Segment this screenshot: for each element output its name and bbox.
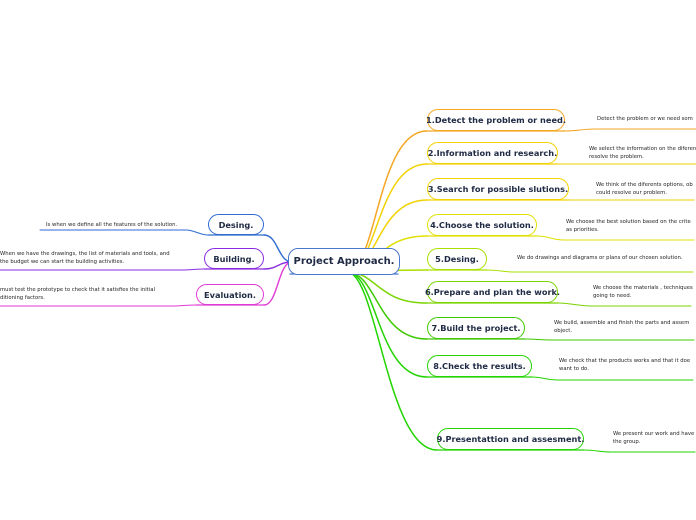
- note-connector-right-8: [531, 376, 558, 381]
- branch-check-results[interactable]: 8.Check the results.: [427, 355, 532, 377]
- connector-right-8: [346, 271, 428, 378]
- note-detect-problem: Detect the problem or we need som: [597, 116, 693, 122]
- note-evaluation: must test the prototype to check that it…: [0, 287, 155, 301]
- note-search-solutions: We think of the diferents options, ob co…: [596, 182, 693, 196]
- note-connector-right-9: [583, 449, 612, 453]
- branch-building[interactable]: Building.: [204, 248, 264, 269]
- branch-desing-step[interactable]: 5.Desing.: [427, 248, 487, 270]
- note-desing: Is when we define all the features of th…: [46, 222, 178, 228]
- branch-information-research[interactable]: 2.Information and research.: [427, 142, 558, 164]
- note-check-results: We check that the products works and tha…: [559, 358, 691, 372]
- note-prepare-plan: We choose the materials , techniques goi…: [593, 285, 693, 299]
- note-building: When we have the drawings, the list of m…: [0, 251, 170, 265]
- note-connector-right-4: [536, 235, 565, 241]
- note-information-research: We select the information on the diferen…: [589, 146, 696, 160]
- branch-search-solutions[interactable]: 3.Search for possible slutions.: [427, 178, 569, 200]
- note-choose-solution: We choose the best solution based on the…: [566, 219, 691, 233]
- note-desing-step: We do drawings and diagrams or plans of …: [517, 255, 683, 261]
- branch-evaluation[interactable]: Evaluation.: [196, 284, 264, 305]
- note-connector-left-3: [171, 304, 197, 307]
- branch-choose-solution[interactable]: 4.Choose the solution.: [427, 214, 537, 236]
- note-build-project: We build, assemble and finish the parts …: [554, 320, 690, 334]
- branch-prepare-plan[interactable]: 6.Prepare and plan the work.: [425, 281, 560, 303]
- connector-right-9: [346, 271, 438, 451]
- note-connector-right-5: [486, 269, 516, 273]
- branch-detect-problem[interactable]: 1.Detect the problem or need.: [426, 109, 566, 131]
- branch-desing[interactable]: Desing.: [208, 214, 264, 235]
- note-presentation-assessment: We present our work and have the group.: [613, 431, 695, 445]
- note-connector-left-2: [181, 268, 205, 271]
- note-connector-right-1: [564, 128, 596, 132]
- note-connector-right-7: [524, 338, 553, 341]
- note-connector-right-6: [557, 302, 592, 307]
- branch-presentation-assessment[interactable]: 9.Presentattion and assesment.: [437, 428, 584, 450]
- central-topic[interactable]: Project Approach.: [288, 248, 400, 275]
- branch-build-project[interactable]: 7.Build the project.: [427, 317, 525, 339]
- note-connector-left-1: [185, 229, 209, 236]
